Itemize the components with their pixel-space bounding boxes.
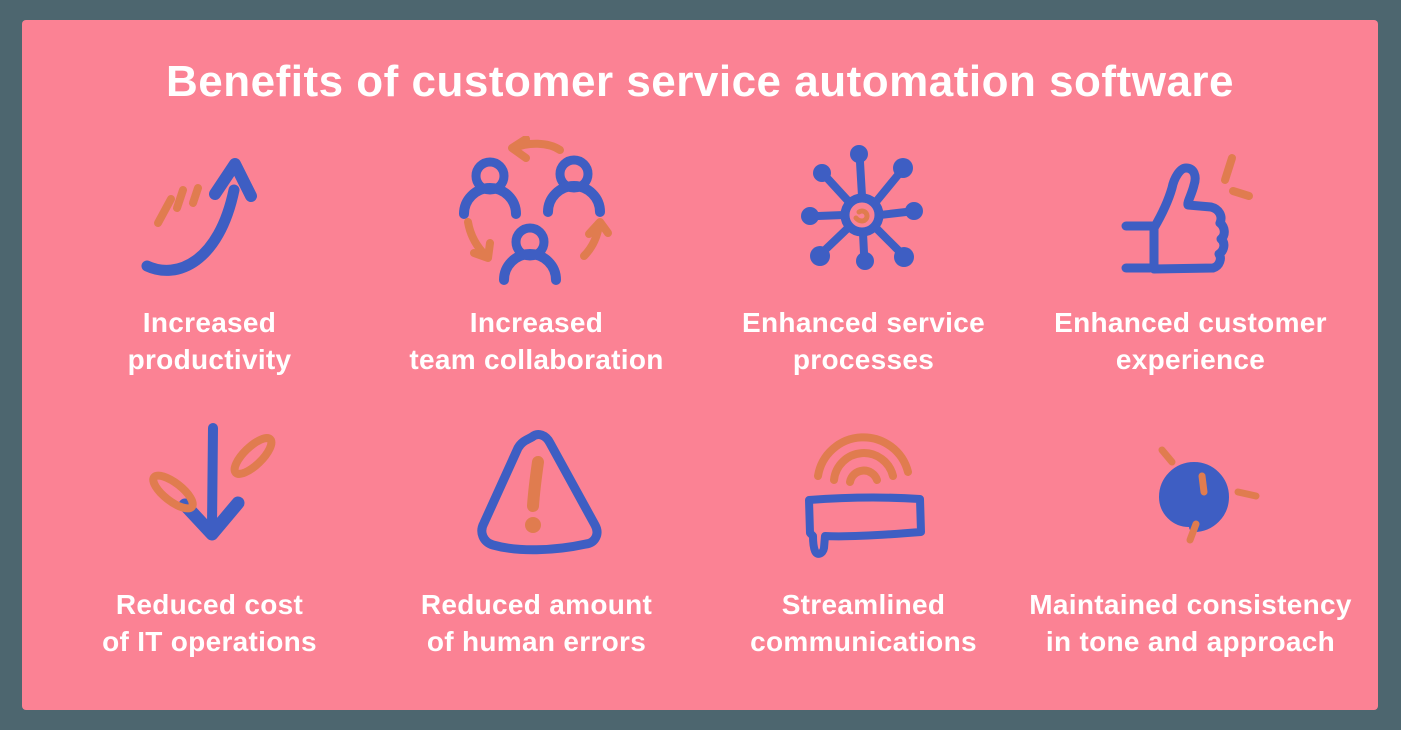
growth-arrow-icon — [141, 158, 257, 276]
thumbs-up-icon — [1121, 154, 1253, 274]
team-cycle-icon — [459, 136, 612, 285]
chat-broadcast-icon — [804, 433, 925, 558]
warning-triangle-icon — [476, 430, 601, 555]
infographic-panel: Benefits of customer service automation … — [22, 20, 1378, 710]
down-arrow-leaves-icon — [148, 423, 275, 541]
page-title: Benefits of customer service automation … — [165, 57, 1235, 106]
spiral-icon — [1158, 446, 1259, 544]
network-hub-icon — [800, 145, 923, 270]
